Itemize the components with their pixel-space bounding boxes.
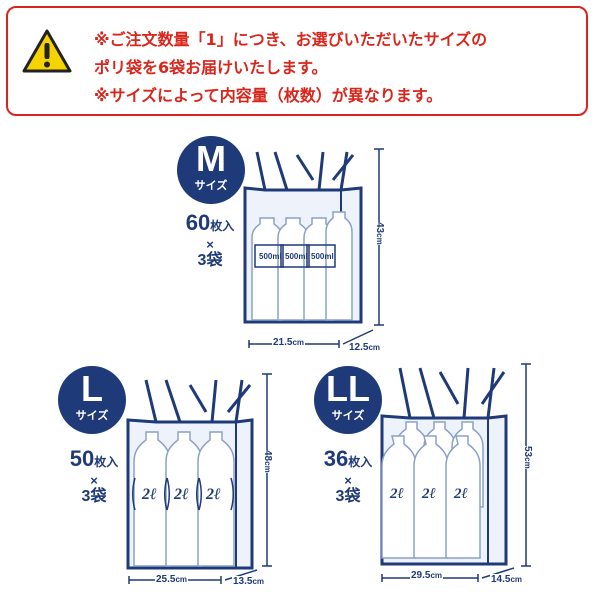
size-m-count-unit: 枚入 [210,219,235,233]
size-m-dimension-lines [248,148,384,348]
size-ll-width: 29.5 [411,570,431,581]
size-l-bottle-label-3: 2ℓ [205,486,221,503]
size-l-width-label: 25.5cm [155,574,189,585]
size-l-depth-unit: cm [252,577,265,586]
size-m-count-number: 60 [185,210,211,235]
size-m-badge: M サイズ [177,136,245,204]
size-ll-bags: 3袋 [335,488,361,505]
size-l-count-unit: 枚入 [94,455,119,469]
size-ll-height-unit: cm [523,457,532,469]
size-ll-bottle-label-1: 2ℓ [389,486,404,502]
size-m-height-label: 43cm [373,222,386,245]
size-m-sub: サイズ [194,179,228,192]
size-l-bag-illustration: 2ℓ 2ℓ 2ℓ [126,379,254,570]
size-ll-letter: LL [326,368,370,409]
size-l-bottle-label-2: 2ℓ [173,486,189,503]
size-l-count: 50枚入 × 3袋 [52,446,136,506]
size-m-bottle-label-2: 500ml [285,252,308,261]
size-l-width: 25.5 [156,574,176,585]
size-m-height-unit: cm [375,233,384,245]
size-ll-bottle-label-3: 2ℓ [453,486,468,502]
notice-text: ※ご注文数量「1」につき、お選びいただいたサイズの ポリ袋を6袋お届けいたします… [94,26,584,110]
size-l-dimension-lines [128,373,272,584]
size-l-height: 48 [262,450,273,462]
size-m-height: 43 [374,222,385,234]
size-m-letter: M [196,138,226,179]
size-ll-width-unit: cm [430,571,443,580]
size-l-bottle-label-1: 2ℓ [141,486,157,503]
size-l-letter: L [81,368,103,409]
size-ll-depth-unit: cm [510,575,523,584]
size-m-times: × [206,237,214,252]
notice-line-3: ※サイズによって内容量（枚数）が異なります。 [94,86,443,105]
warning-triangle-icon [22,29,72,73]
size-l-depth-label: 13.5cm [232,576,266,587]
size-ll-count-number: 36 [323,446,349,471]
size-m-depth-label: 12.5cm [348,342,382,353]
size-m-bag-illustration: 500ml 500ml 500ml [243,151,363,324]
size-ll-depth-label: 14.5cm [490,574,524,585]
size-ll-height-label: 53cm [521,446,534,469]
size-m-bottle-label-3: 500ml [311,252,334,261]
size-ll-bag-illustration: 2ℓ 2ℓ 2ℓ [380,367,508,566]
notice-line-2: ポリ袋を6袋お届けいたします。 [94,58,328,77]
size-ll-depth: 14.5 [491,574,511,585]
size-m-depth-unit: cm [368,343,381,352]
size-ll-badge: LL サイズ [314,366,382,434]
size-m-width-unit: cm [292,338,305,347]
size-ll-width-label: 29.5cm [410,570,444,581]
notice-line-1: ※ご注文数量「1」につき、お選びいただいたサイズの [94,30,488,49]
size-l-times: × [90,473,98,488]
size-m-width-label: 21.5cm [272,337,306,348]
size-l-bags: 3袋 [81,488,107,505]
size-ll-height: 53 [522,446,533,458]
size-m-depth: 12.5 [349,342,369,353]
size-m-width: 21.5 [273,337,293,348]
size-l-width-unit: cm [175,575,188,584]
size-m-bottle-label-1: 500ml [259,252,282,261]
size-m-count: 60枚入 × 3袋 [168,210,252,270]
size-ll-dimension-lines [381,363,531,582]
size-ll-count: 36枚入 × 3袋 [306,446,390,506]
size-l-depth: 13.5 [233,576,253,587]
size-l-badge: L サイズ [58,366,126,434]
size-ll-bottle-label-2: 2ℓ [421,486,436,502]
notice-box: ※ご注文数量「1」につき、お選びいただいたサイズの ポリ袋を6袋お届けいたします… [6,6,588,116]
size-ll-count-unit: 枚入 [348,455,373,469]
size-l-height-label: 48cm [261,450,274,473]
size-l-height-unit: cm [263,461,272,473]
size-l-sub: サイズ [75,409,109,422]
size-ll-times: × [344,473,352,488]
size-m-bags: 3袋 [197,252,223,269]
size-ll-sub: サイズ [331,409,365,422]
size-l-count-number: 50 [69,446,95,471]
